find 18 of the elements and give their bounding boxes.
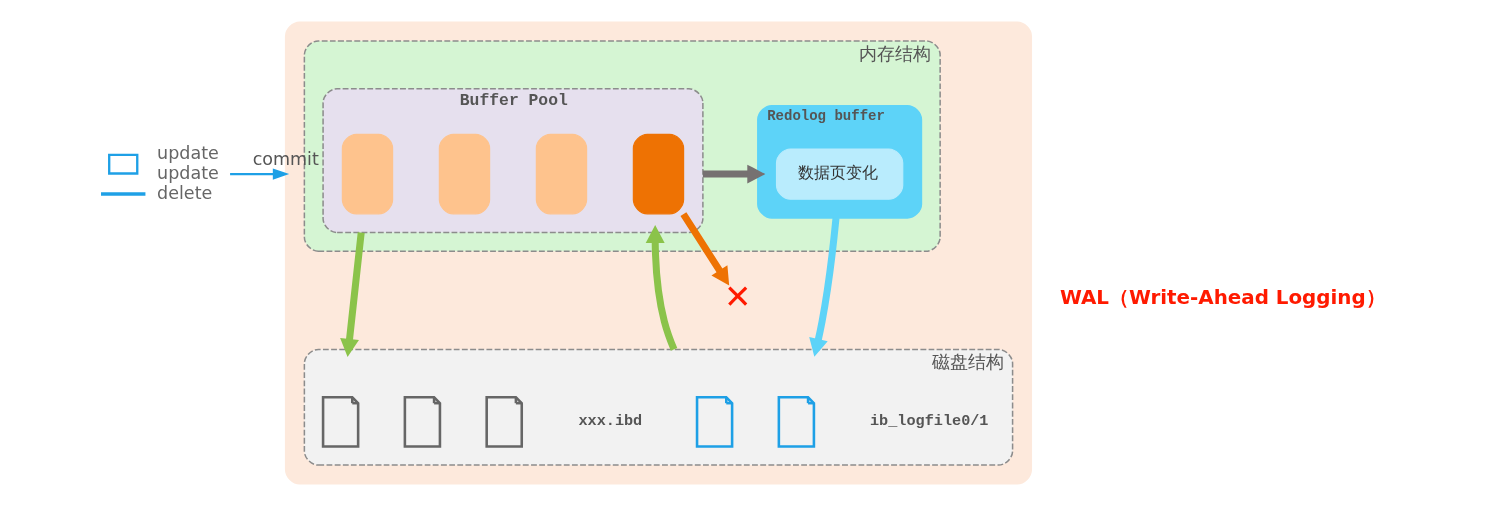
node-box bbox=[341, 133, 393, 215]
arrow bbox=[339, 232, 365, 357]
arrow bbox=[808, 217, 839, 357]
arrow bbox=[702, 164, 765, 184]
label: WAL（Write-Ahead Logging） bbox=[1059, 285, 1386, 309]
node-box: 数据页变化 bbox=[775, 148, 903, 200]
node-box bbox=[535, 133, 587, 215]
node-text: ✕ bbox=[723, 278, 751, 317]
arrow bbox=[645, 225, 677, 351]
label: ib_logfile0/1 bbox=[869, 411, 988, 430]
node-box bbox=[632, 133, 684, 215]
label: xxx.ibd bbox=[577, 411, 642, 430]
node-box bbox=[438, 133, 490, 215]
arrow bbox=[229, 168, 289, 180]
arrow bbox=[679, 212, 729, 286]
edge-label: commit bbox=[252, 148, 319, 169]
cluster: Buffer Pool bbox=[321, 88, 704, 234]
node-label: update update delete bbox=[156, 142, 219, 203]
